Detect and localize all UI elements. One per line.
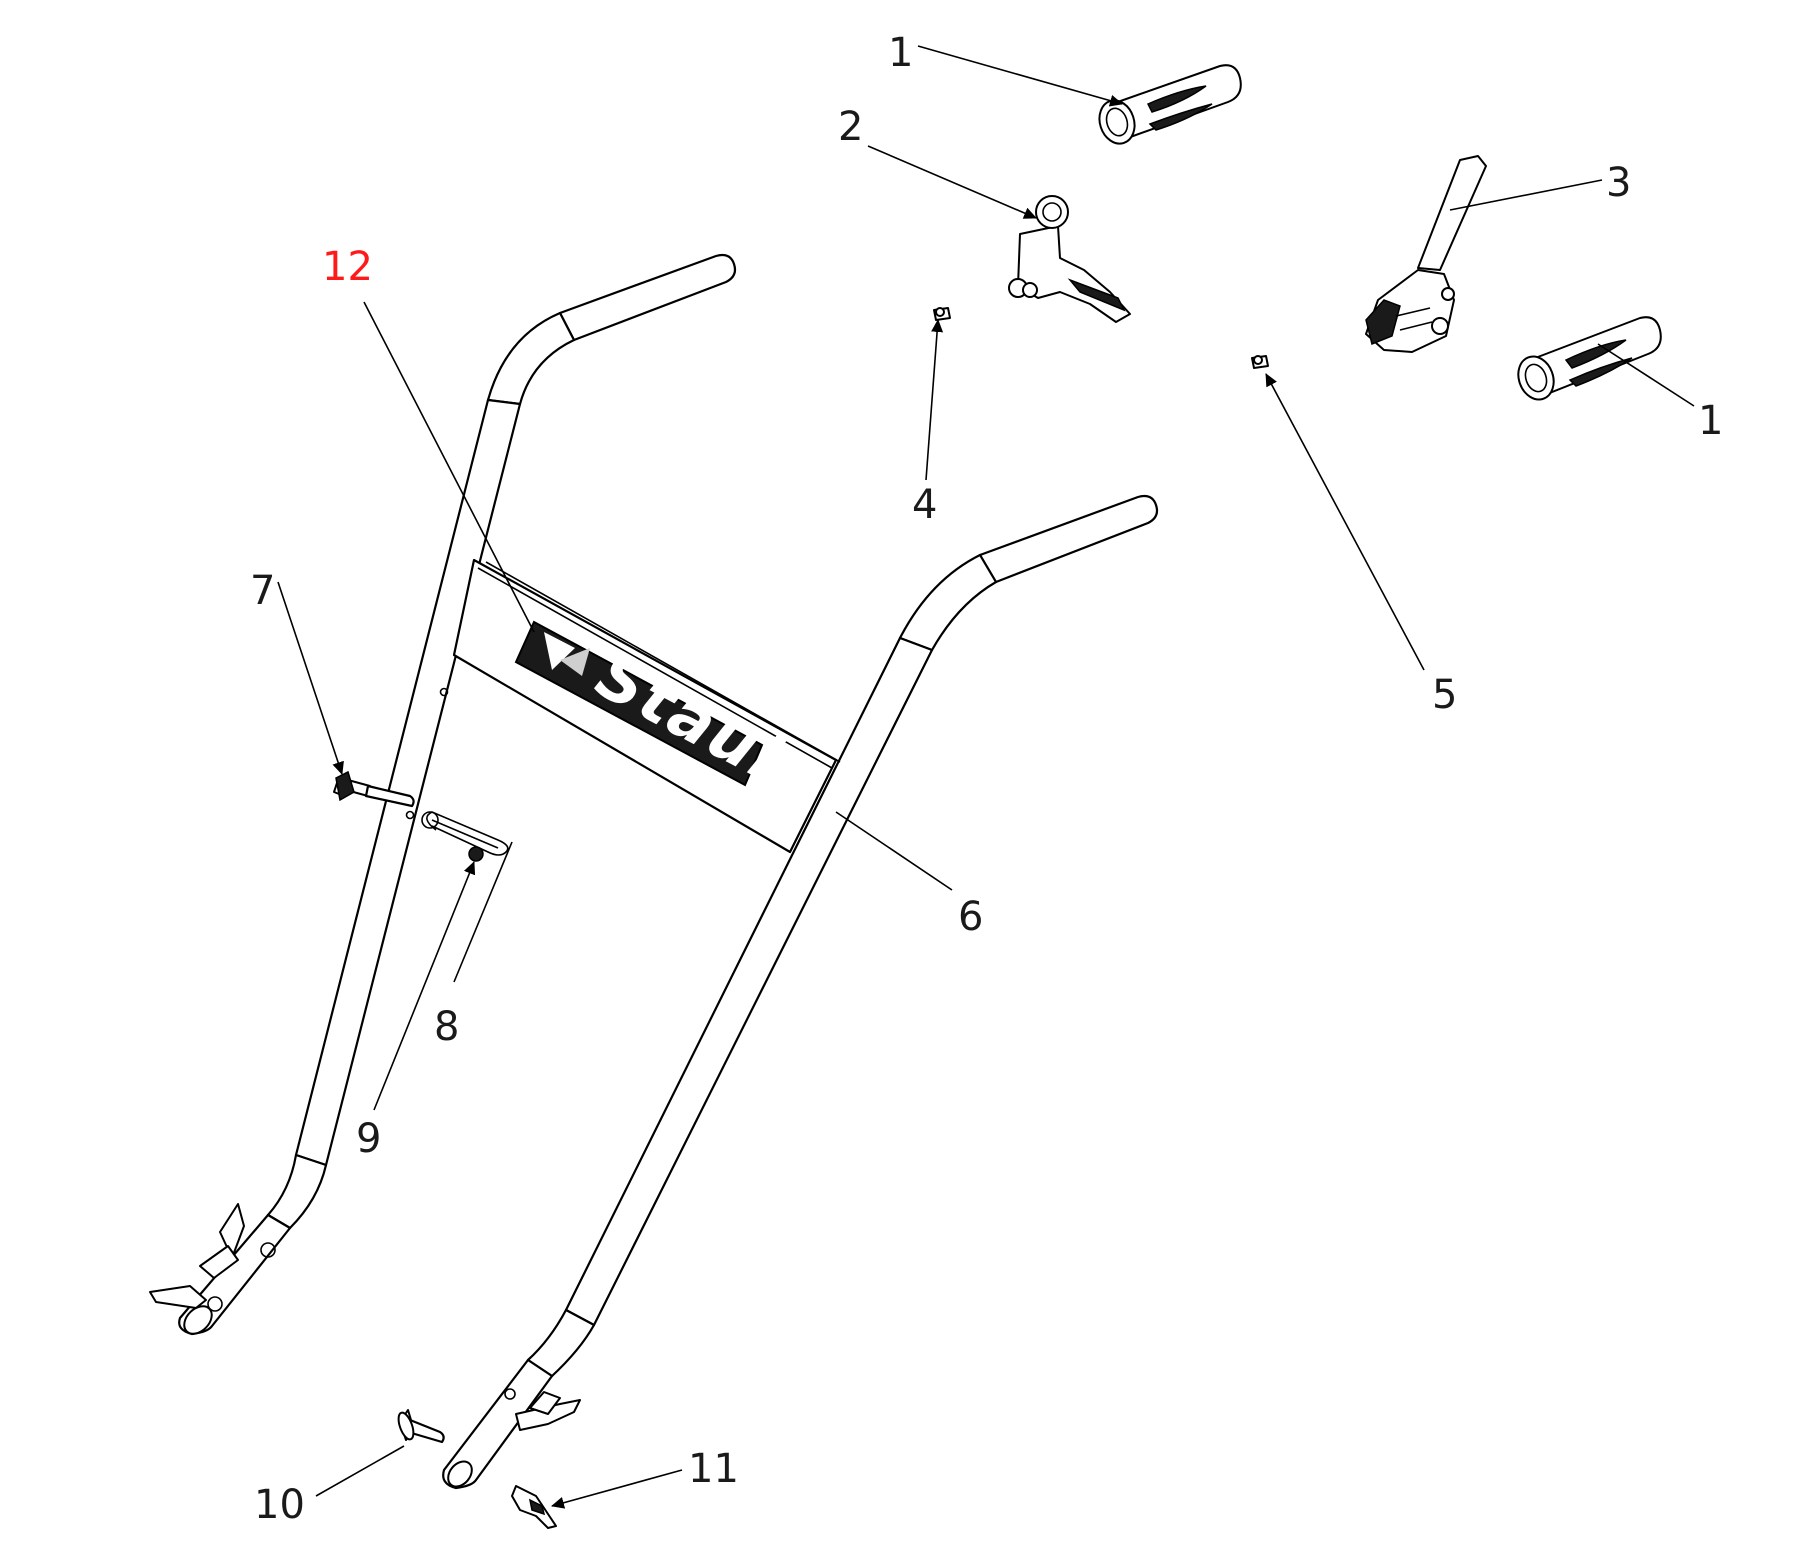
leader-2 xyxy=(867,145,1037,219)
lever-part-3 xyxy=(1365,155,1487,353)
leader-3 xyxy=(1449,179,1603,211)
callout-9: 9 xyxy=(356,1116,381,1162)
leader-4 xyxy=(925,319,944,481)
leader-6 xyxy=(835,811,953,891)
wing-nut-part-11 xyxy=(511,1485,557,1529)
leader-8 xyxy=(453,841,513,983)
callout-10: 10 xyxy=(254,1482,305,1528)
callout-4: 4 xyxy=(912,482,937,528)
pin-part-4 xyxy=(933,307,951,321)
callout-2: 2 xyxy=(838,104,863,150)
handlebar-frame xyxy=(178,253,1159,1490)
wing-nut-left-foot xyxy=(149,1203,245,1309)
knob-part-9 xyxy=(468,846,484,862)
spring-clip-part-8 xyxy=(421,811,509,856)
leader-12 xyxy=(363,301,535,633)
bolt-part-7 xyxy=(333,770,415,808)
callout-1-upper: 1 xyxy=(888,30,913,76)
wing-nut-right-foot xyxy=(504,1388,581,1431)
grip-lower xyxy=(1517,316,1662,401)
leader-11 xyxy=(551,1469,683,1509)
callout-6: 6 xyxy=(958,894,983,940)
callout-11: 11 xyxy=(688,1446,739,1492)
callout-7: 7 xyxy=(250,568,275,614)
lever-part-2 xyxy=(1008,195,1131,323)
leader-7 xyxy=(277,581,344,775)
leader-10 xyxy=(315,1445,405,1497)
callout-12: 12 xyxy=(322,244,373,290)
callout-3: 3 xyxy=(1606,160,1631,206)
grip-upper xyxy=(1098,64,1242,145)
callout-8: 8 xyxy=(434,1004,459,1050)
leader-1b xyxy=(1597,343,1695,407)
callout-5: 5 xyxy=(1432,672,1457,718)
leader-9 xyxy=(373,861,476,1111)
leader-1a xyxy=(917,45,1123,107)
leader-5 xyxy=(1265,373,1425,671)
leader-lines xyxy=(277,45,1695,1509)
pin-part-5 xyxy=(1251,355,1269,369)
callout-1-lower: 1 xyxy=(1698,398,1723,444)
screw-part-10 xyxy=(397,1409,445,1444)
callout-labels: 1 1 2 3 4 5 6 7 8 9 10 11 12 xyxy=(250,30,1723,1528)
